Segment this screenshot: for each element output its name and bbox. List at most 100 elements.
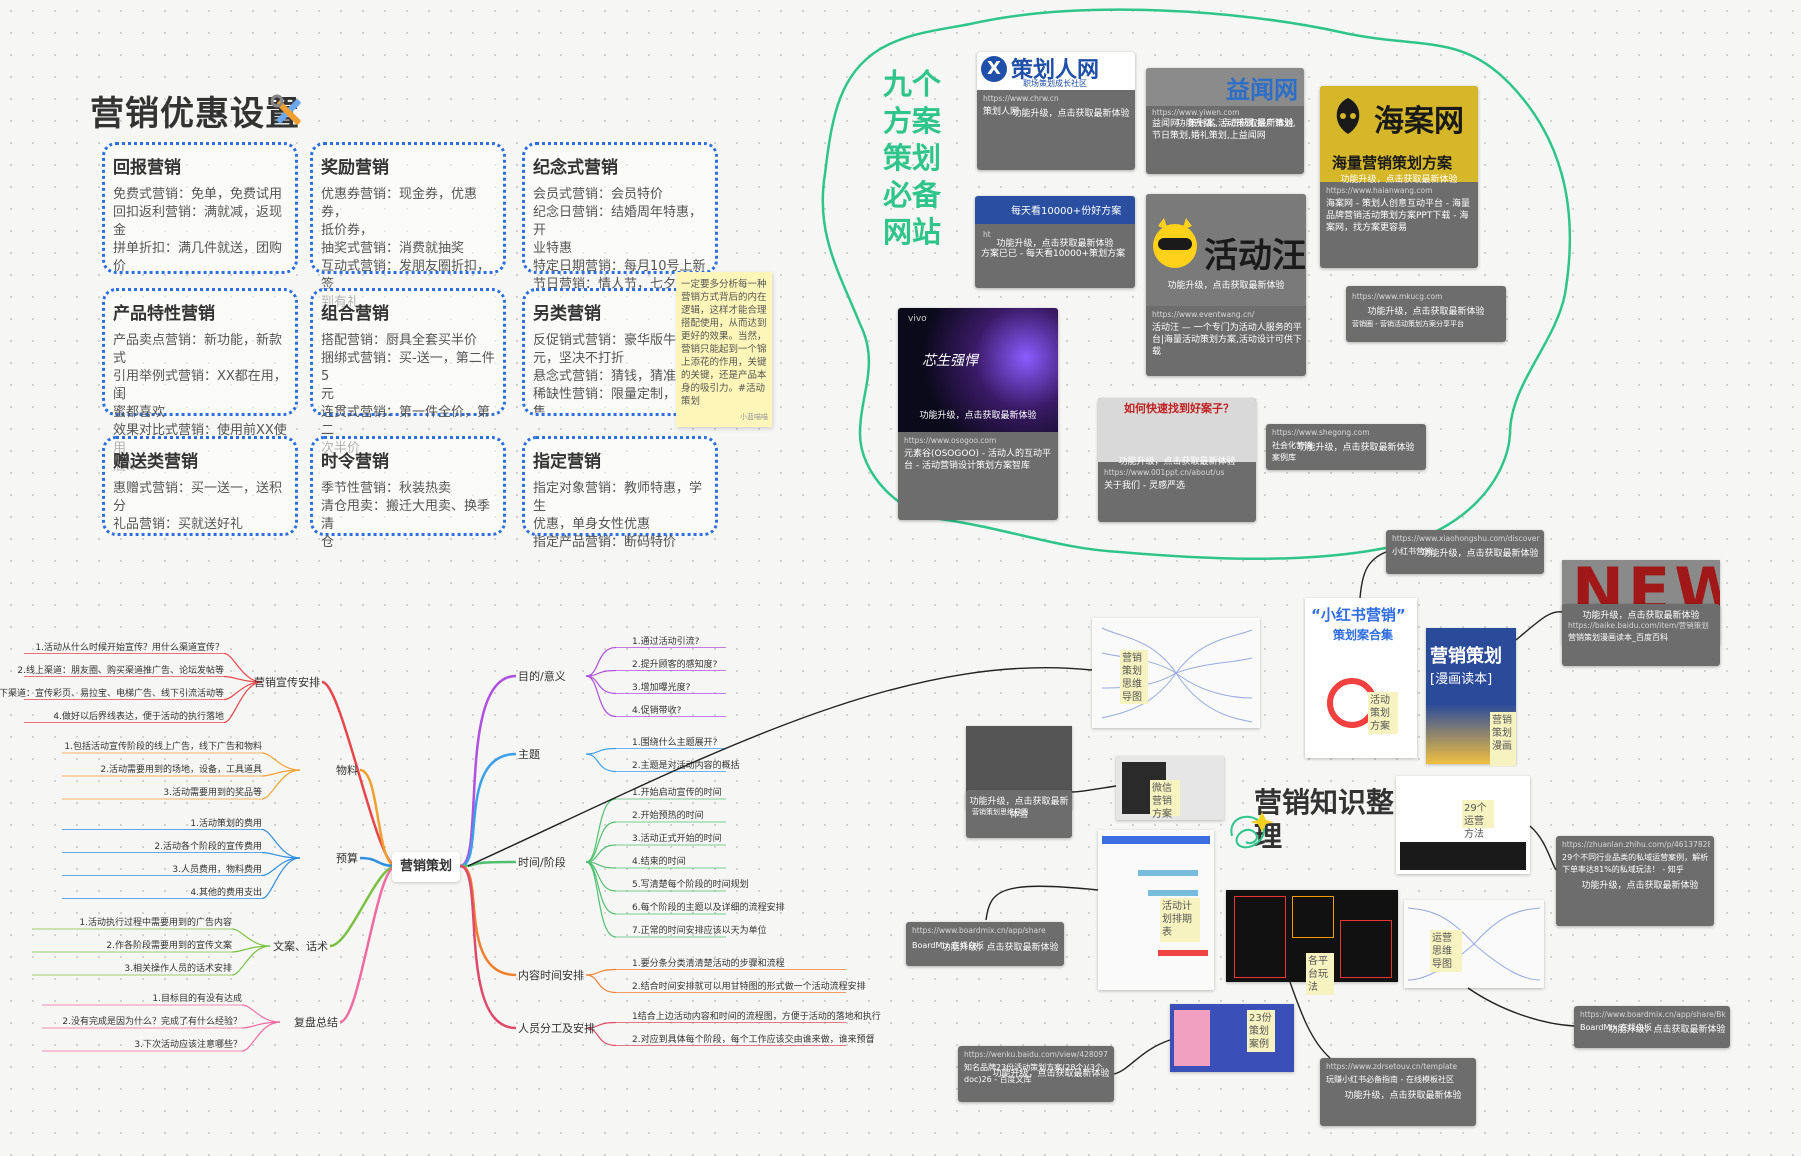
link-url: https://www.xiaohongshu.com/discovery/it… <box>1392 534 1540 543</box>
mindmap-leaf[interactable]: 2.线上渠道：朋友圈、购买渠道推广告、论坛发帖等 <box>17 665 224 676</box>
promo-card[interactable]: 指定营销 指定对象营销：教师特惠，学生 优惠，单身女性优惠 指定产品营销：断码特… <box>522 436 718 550</box>
link-title: 营销策划漫画读本_百度百科 <box>1568 633 1668 642</box>
mindmap-leaf[interactable]: 1结合上边活动内容和时间的流程图，方便于活动的落地和执行 <box>632 1011 881 1022</box>
mindmap-leaf[interactable]: 1.包括活动宣传阶段的线上广告，线下广告和物料 <box>64 742 262 752</box>
mindmap-leaf[interactable]: 4.促销带收? <box>632 705 682 716</box>
link-card-baike[interactable]: 功能升级，点击获取最新体验 https://baike.baidu.com/it… <box>1562 604 1720 666</box>
mindmap-branch-label[interactable]: 复盘总结 <box>294 1016 338 1029</box>
mindmap-leaf[interactable]: 1.通过活动引流? <box>632 636 700 647</box>
site-card-001ppt[interactable]: 如何快速找到好案子？ 功能升级，点击获取最新体验 https://www.001… <box>1098 398 1256 522</box>
mindmap-branch-label[interactable]: 目的/意义 <box>518 670 566 683</box>
mindmap-leaf[interactable]: 4.结束的时间 <box>632 857 686 867</box>
mindmap-branch-label[interactable]: 预算 <box>336 852 358 865</box>
note-marketing-mindmap: 营销策划思维导图 <box>1120 650 1148 704</box>
mindmap-leaf[interactable]: 2.没有完成是因为什么？完成了有什么经验？ <box>62 1017 242 1027</box>
site-card-mkucg[interactable]: https://www.mkucg.com 功能升级，点击获取最新体验 营销圈 … <box>1346 286 1506 342</box>
promo-card[interactable]: 回报营销 免费式营销：免单，免费试用 回扣返利营销：满就减，返现金 拼单折扣：满… <box>102 142 298 274</box>
promo-card[interactable]: 时令营销 季节性营销：秋装热卖 清仓甩卖：搬迁大甩卖、换季清 仓 <box>310 436 506 550</box>
mindmap-leaf[interactable]: 2.结合时间安排就可以用甘特图的形式做一个活动流程安排 <box>632 981 866 992</box>
link-cta: 功能升级，点击获取最新体验 <box>1608 1025 1726 1035</box>
mindmap-leaf[interactable]: 7.正常的时间安排应该以天为单位 <box>632 926 767 936</box>
mindmap-branch-label[interactable]: 人员分工及安排 <box>518 1022 595 1035</box>
note-wechat-plan: 微信营销方案 <box>1150 780 1180 820</box>
xiaohongshu-thumbnail[interactable]: “小红书营销” 策划案合集 <box>1305 598 1417 758</box>
eventwang-mascot-icon <box>1153 218 1197 268</box>
promo-card[interactable]: 组合营销 搭配营销：厨具全套买半价 捆绑式营销：买-送一，第二件5 元 连贯式营… <box>310 288 506 456</box>
mindmap-leaf[interactable]: 1.要分条分类清清楚活动的步骤和流程 <box>632 958 785 969</box>
mindmap-leaf[interactable]: 2.作各阶段需要用到的宣传文案 <box>106 941 232 951</box>
site-title: 海案网 - 策划人创意互动平台 - 海量品牌营销活动策划方案PPT下载 - 海案… <box>1326 199 1470 233</box>
mindmap-leaf[interactable]: 1.围绕什么主题展开? <box>632 737 718 748</box>
link-card-template[interactable]: https://www.zdrsetouv.cn/template 玩赚小红书必… <box>1320 1058 1476 1126</box>
mindmap-leaf[interactable]: 3.活动需要用到的奖品等 <box>163 788 262 798</box>
mindmap-leaf[interactable]: 2.活动各个阶段的宣传费用 <box>154 841 262 852</box>
site-logo-text: 活动汪 <box>1204 236 1306 276</box>
site-logo-sub: 职场策划成长社区 <box>1023 79 1087 88</box>
site-card-chrw[interactable]: X 策划人网 职场策划成长社区 https://www.chrw.cn 策划人网… <box>977 52 1135 170</box>
link-title: 知名品牌23份活动策划方案(28个)(3个doc)26 - 百度文库 <box>964 1063 1103 1084</box>
mindmap-leaf[interactable]: 2.活动需要用到的场地，设备，工具道具 <box>100 765 262 775</box>
site-url: https://www.shegong.com <box>1272 428 1370 437</box>
link-cta: 功能升级，点击获取最新体验 <box>941 943 1059 953</box>
promo-card-title: 纪念式营销 <box>533 158 618 178</box>
site-cta: 功能升级，点击获取最新体验 <box>1367 307 1485 317</box>
link-cta: 功能升级，点击获取最新体验 <box>1421 549 1539 559</box>
mindmap-leaf[interactable]: 4.做好以后界线表达，便于活动的执行落地 <box>53 711 224 722</box>
promo-card[interactable]: 产品特性营销 产品卖点营销：新功能，新款式 引用举例式营销：XX都在用，闺 蜜都… <box>102 288 298 474</box>
note-platforms: 各平台玩法 <box>1306 953 1334 995</box>
sticky-note[interactable]: 一定要多分析每一种营销方式背后的内在逻辑，这样才能合理搭配使用，从而达到更好的效… <box>676 272 772 427</box>
site-card-thumb: 每天看10000+份好方案 <box>975 196 1135 224</box>
comic-book-thumbnail[interactable]: 营销策划 [漫画读本] <box>1426 628 1516 764</box>
site-card-thumb: vivo 芯生强悍 <box>898 308 1058 432</box>
mindmap-leaf[interactable]: 1.活动执行过程中需要用到的广告内容 <box>79 918 232 928</box>
site-banner-text: 芯生强悍 <box>922 353 978 369</box>
site-url: https://www.yiwen.com <box>1152 108 1240 117</box>
mindmap-leaf[interactable]: 1.目标目的有没有达成 <box>152 994 242 1004</box>
mindmap-branch-label[interactable]: 主题 <box>518 748 540 761</box>
mindmap-branch-label[interactable]: 物料 <box>336 764 358 777</box>
mindmap-leaf[interactable]: 4.其他的费用支出 <box>190 887 262 898</box>
mindmap-leaf[interactable]: 2.开始预热的时间 <box>632 811 704 821</box>
mindmap-branch-label[interactable]: 营销宣传安排 <box>254 676 320 689</box>
mindmap-leaf[interactable]: 1.开始启动宣传的时间 <box>632 788 722 798</box>
site-card-anli[interactable]: 每天看10000+份好方案 功能升级，点击获取最新体验 https://www.… <box>975 196 1135 288</box>
promo-card[interactable]: 赠送类营销 惠赠式营销：买一送一，送积分 礼品营销：买就送好礼 <box>102 436 298 536</box>
promo-card-body: 惠赠式营销：买一送一，送积分 礼品营销：买就送好礼 <box>113 481 283 532</box>
mindmap-leaf[interactable]: 5.写清楚每个阶段的时间规划 <box>632 880 749 890</box>
site-logo-text: 策划人网 <box>1011 58 1100 83</box>
mindmap-leaf[interactable]: 3.相关操作人员的话术安排 <box>124 964 232 974</box>
mindmap-center-node[interactable]: 营销策划 <box>392 852 460 882</box>
site-card-shegong[interactable]: https://www.shegong.com 功能升级，点击获取最新体验 社会… <box>1266 424 1426 470</box>
mindmap-branch-label[interactable]: 文案、话术 <box>273 940 328 953</box>
site-card-eventwang[interactable]: 活动汪 功能升级，点击获取最新体验 https://www.eventwang.… <box>1146 194 1306 376</box>
site-card-yiwen[interactable]: 益闻网 https://www.yiwen.com 益闻网 - 策划案,活动策划… <box>1146 68 1304 174</box>
site-url: https://www.eventwang.cn/ <box>1152 310 1255 319</box>
site-title: 元素谷(OSOGOO) - 活动人的互动平台 - 活动营销设计策划方案智库 <box>904 449 1052 471</box>
link-card-boardmix-2[interactable]: https://www.boardmix.cn/app/share/BkG Bo… <box>1574 1006 1730 1048</box>
link-card-mindmap[interactable]: 功能升级，点击获取最新体验 营销策划思维导图 <box>966 790 1072 838</box>
mindmap-branch-label[interactable]: 时间/阶段 <box>518 856 566 869</box>
mindmap-leaf[interactable]: 1.活动从什么时候开始宣传？用什么渠道宣传？ <box>35 642 224 653</box>
mindmap-leaf[interactable]: 3.增加曝光度? <box>632 682 691 693</box>
mindmap-branch-label[interactable]: 内容时间安排 <box>518 969 584 982</box>
site-card-haian[interactable]: 海案网 海量营销策划方案 功能升级，点击获取最新体验 https://www.h… <box>1320 86 1478 268</box>
mindmap-leaf[interactable]: 3.下次活动应该注意哪些？ <box>134 1040 242 1050</box>
mindmap-leaf[interactable]: 1.活动策划的费用 <box>190 818 262 829</box>
link-card-zhihu[interactable]: https://zhuanlan.zhihu.com/p/461378281 2… <box>1556 836 1714 926</box>
site-url: https://www.osogoo.com <box>904 436 997 445</box>
link-card-wenku[interactable]: https://wenku.baidu.com/view/428097 知名品牌… <box>958 1046 1114 1102</box>
page-title: 营销优惠设置 <box>90 94 300 134</box>
ops-mindmap-thumbnail[interactable] <box>1404 900 1544 988</box>
link-card-boardmix-1[interactable]: https://www.boardmix.cn/app/share BoardM… <box>906 922 1064 966</box>
mindmap-leaf[interactable]: 3.活动正式开始的时间 <box>632 834 722 844</box>
promo-card[interactable]: 纪念式营销 会员式营销：会员特价 纪念日营销：结婚周年特惠，开 业特惠 特定日期… <box>522 142 718 292</box>
mindmap-leaf[interactable]: 3线下渠道：宣传彩页、易拉宝、电梯广告、线下引流活动等 <box>0 688 224 699</box>
mindmap-leaf[interactable]: 6.每个阶段的主题以及详细的流程安排 <box>632 903 785 913</box>
mindmap-leaf[interactable]: 2.提升顾客的感知度? <box>632 659 718 670</box>
mindmap-leaf[interactable]: 3.人员费用，物料费用 <box>172 864 262 875</box>
link-card-xiaohongshu[interactable]: https://www.xiaohongshu.com/discovery/it… <box>1386 530 1544 574</box>
mindmap-leaf[interactable]: 2.对应到具体每个阶段，每个工作应该交由谁来做，谁来预督 <box>632 1034 875 1045</box>
site-card-osogoo[interactable]: vivo 芯生强悍 功能升级，点击获取最新体验 https://www.osog… <box>898 308 1058 520</box>
promo-card-title: 奖励营销 <box>321 158 389 178</box>
